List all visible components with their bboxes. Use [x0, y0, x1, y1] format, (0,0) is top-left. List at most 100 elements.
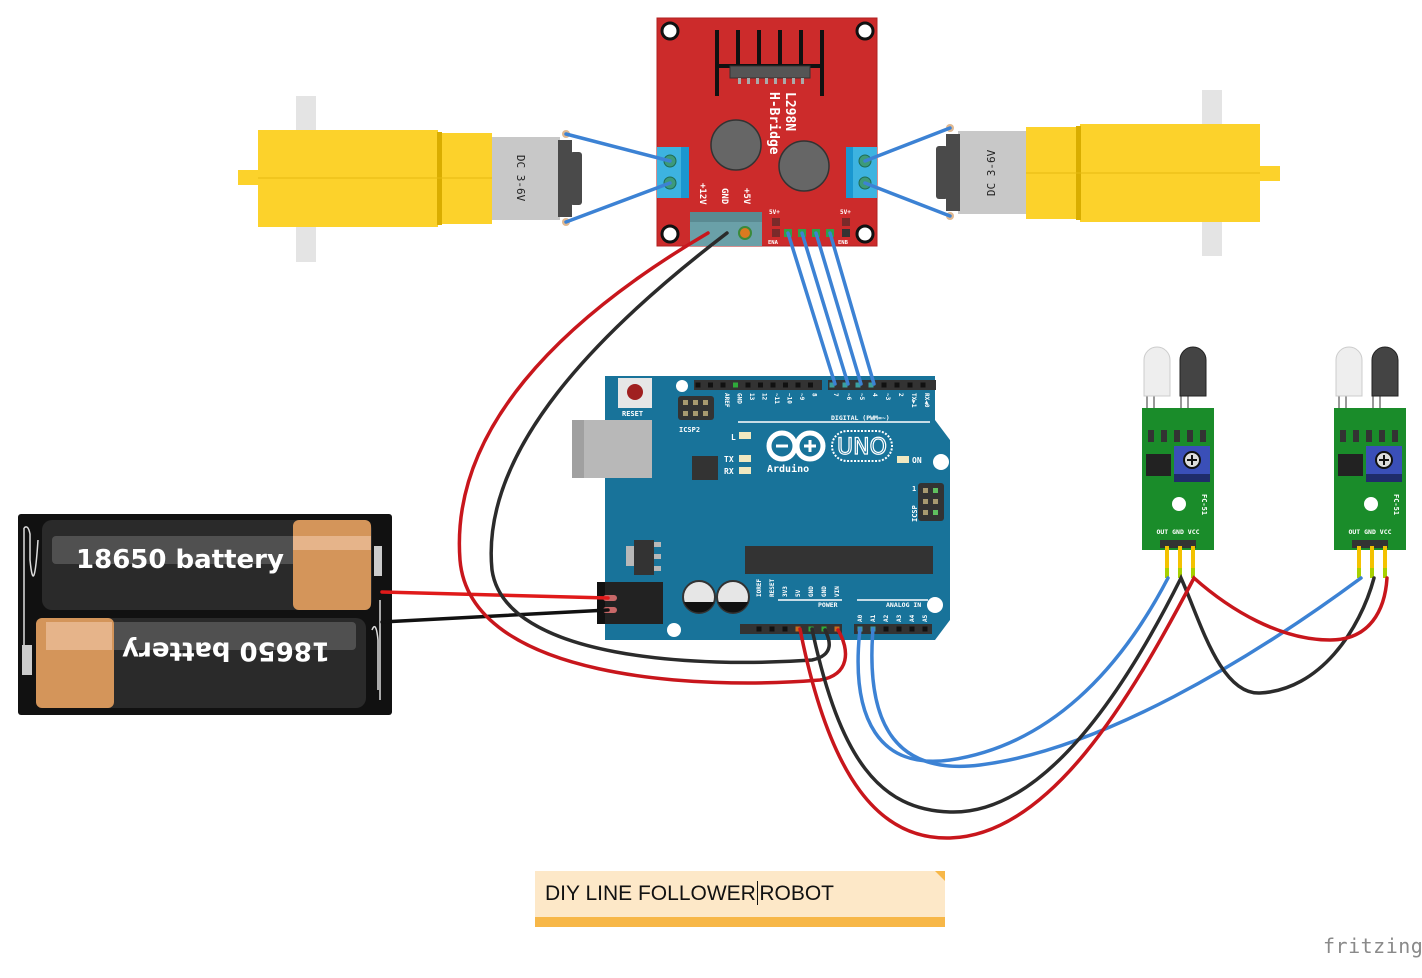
- wire-sensor-right-out-a1[interactable]: [870, 576, 1363, 768]
- icsp-label: ICSP: [911, 505, 919, 522]
- wire-sensors-vcc[interactable]: [798, 575, 1389, 840]
- digital-pin-label: ~10: [786, 393, 793, 404]
- sensor-model-label: FC-51: [1392, 494, 1400, 515]
- sensor-pin-tip: [1165, 568, 1169, 578]
- digital-pin-label: 12: [761, 393, 768, 401]
- battery-cell-top-shine: [52, 536, 362, 564]
- potentiometer-base: [1174, 474, 1210, 482]
- l298n-chip: [729, 65, 811, 79]
- sensor-pin-tip: [1370, 568, 1374, 578]
- pin-label-gnd: GND: [719, 188, 729, 205]
- sensor-model-label: FC-51: [1200, 494, 1208, 515]
- power-header: [740, 624, 842, 634]
- power-pin-label: RESET: [769, 579, 776, 597]
- mount-hole: [1172, 497, 1186, 511]
- digital-pin: [758, 382, 763, 388]
- power-pin: [756, 626, 762, 632]
- digital-pin: [770, 382, 776, 388]
- digital-pin-label: RX◀0: [923, 393, 930, 408]
- mount-hole: [660, 224, 680, 244]
- wire-battery-positive[interactable]: [380, 590, 610, 600]
- wire-motor-right-a[interactable]: [863, 126, 952, 163]
- power-pin: [769, 626, 775, 632]
- motor-left-label: DC 3-6V: [514, 155, 527, 202]
- reset-button-cap[interactable]: [627, 384, 643, 400]
- terminal-block-out-a-edge: [681, 147, 689, 198]
- wire-12v-vin[interactable]: [457, 231, 848, 685]
- digital-pin-label: 4: [871, 393, 878, 397]
- wire-in2-d6[interactable]: [800, 231, 850, 386]
- digital-pin-label: ~3: [884, 393, 891, 401]
- jumper-label-b: 5V+: [840, 209, 851, 216]
- digital-pin: [894, 382, 900, 388]
- wire-in1-d7[interactable]: [786, 231, 837, 386]
- dc-jack[interactable]: [597, 582, 663, 624]
- digital-pin-label: ~11: [773, 393, 780, 404]
- comparator-chip: [1338, 454, 1363, 476]
- digital-pin-label: 13: [748, 393, 755, 401]
- ir-receiver-led: [1179, 346, 1207, 397]
- note-text-part-2: ROBOT: [759, 882, 835, 905]
- capacitor-band: [684, 602, 714, 613]
- battery-cell-bottom-terminal-shine: [46, 622, 112, 650]
- smd-resistor: [1392, 430, 1398, 442]
- ir-emitter-led: [1143, 346, 1171, 397]
- mount-hole: [933, 454, 949, 470]
- wire-sensors-gnd[interactable]: [810, 573, 1376, 814]
- voltage-regulator: [634, 540, 654, 575]
- analog-pin-label: A4: [909, 614, 916, 622]
- battery-contact-right: [374, 546, 382, 576]
- terminal-5v-screw: [738, 226, 752, 240]
- wire-motor-left-b[interactable]: [564, 181, 672, 224]
- wire-in4-d4[interactable]: [828, 231, 876, 386]
- motor-right[interactable]: DC 3-6V: [936, 90, 1280, 256]
- motor-left[interactable]: DC 3-6V: [238, 96, 582, 262]
- icsp2-pins: [683, 400, 708, 416]
- led-label-rx: RX: [724, 467, 734, 476]
- wire-in3-d5[interactable]: [814, 231, 863, 386]
- power-pin: [782, 626, 788, 632]
- led-tx: [739, 455, 751, 462]
- analog-pin: [896, 626, 902, 632]
- analog-pin-label: A0: [857, 614, 864, 622]
- digital-pin-label: ~5: [858, 393, 865, 401]
- analog-pin: [922, 626, 928, 632]
- pin-label-12v: +12V: [697, 183, 707, 205]
- motor-right-endcap: [946, 134, 960, 211]
- digital-pin: [868, 382, 874, 388]
- digital-pin: [855, 382, 861, 388]
- mount-hole: [855, 21, 875, 41]
- led-rx: [739, 467, 751, 474]
- wire-gnd-gnd[interactable]: [489, 231, 831, 665]
- regulator-pins: [654, 542, 661, 571]
- l298n-chip-pins: [738, 78, 804, 84]
- smd-resistor: [1174, 430, 1180, 442]
- wire-sensor-left-out-a0[interactable]: [856, 576, 1170, 763]
- usb-port-edge: [572, 420, 584, 478]
- wire-battery-negative[interactable]: [380, 608, 610, 624]
- led-on: [897, 456, 909, 463]
- led-leg: [1180, 394, 1182, 412]
- battery-pack[interactable]: 18650 battery 18650 battery: [18, 514, 392, 715]
- sensor-pin-tip: [1383, 568, 1387, 578]
- led-leg: [1372, 394, 1374, 412]
- sensor-pin-gnd: [1370, 546, 1374, 568]
- motor-right-can: [958, 131, 1026, 214]
- wire-motor-right-b[interactable]: [863, 181, 952, 218]
- sensor-pin-vcc: [1383, 546, 1387, 568]
- power-pin-label: GND: [808, 586, 815, 597]
- l298n-subtitle: H-Bridge: [766, 92, 781, 155]
- smd-resistor: [1148, 430, 1154, 442]
- digital-pin-label: ~6: [845, 393, 852, 401]
- power-pin-label: GND: [821, 586, 828, 597]
- digital-pin: [920, 382, 926, 388]
- chip-16u2: [692, 456, 718, 480]
- wire-motor-left-a[interactable]: [564, 132, 672, 163]
- l298n-module[interactable]: L298N H-Bridge +12V GND +5V 5V+ 5V+ ENA …: [656, 17, 878, 247]
